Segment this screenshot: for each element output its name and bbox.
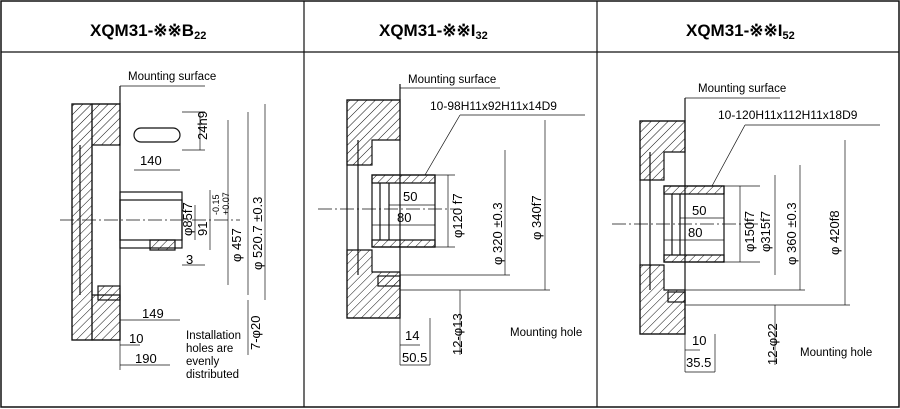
holes-dim: 12-φ13 <box>450 313 465 355</box>
svg-text:80: 80 <box>397 210 411 225</box>
svg-text:149: 149 <box>142 306 164 321</box>
svg-text:XQM31-※※I52: XQM31-※※I52 <box>686 21 795 42</box>
mounting-hole-label: Mounting hole <box>510 327 582 339</box>
holes-dim: 12-φ22 <box>765 323 780 365</box>
svg-text:XQM31-※※B22: XQM31-※※B22 <box>90 21 206 42</box>
svg-text:35.5: 35.5 <box>686 355 711 370</box>
key-length-dim: 140 <box>140 153 162 168</box>
svg-text:50: 50 <box>692 203 706 218</box>
spline-spec: 10-120H11x112H11x18D9 <box>718 108 858 122</box>
svg-text:-0.15: -0.15 <box>211 194 221 215</box>
dia-315-dim: φ315f7 <box>758 211 773 252</box>
spline-spec: 10-98H11x92H11x14D9 <box>430 99 557 113</box>
key-width-dim: 24h9 <box>195 111 210 140</box>
dia-457-dim: φ 457 <box>229 228 244 262</box>
dia-150-dim: φ150f7 <box>742 211 757 252</box>
svg-text:190: 190 <box>135 351 157 366</box>
panel-1-drawing <box>60 85 266 370</box>
dia-120-dim: φ120 f7 <box>450 193 465 238</box>
dia-320-dim: φ 320 ±0.3 <box>490 202 505 265</box>
panel-1-labels: Mounting surface 24h9 140 φ85f7 91 -0.15… <box>128 71 265 381</box>
dia-420-dim: φ 420f8 <box>827 210 842 255</box>
dia-340-dim: φ 340f7 <box>529 195 544 240</box>
panel-2-labels: Mounting surface 10-98H11x92H11x14D9 50 … <box>397 74 582 365</box>
svg-text:14: 14 <box>405 328 419 343</box>
panel-3-drawing <box>612 97 880 373</box>
svg-text:50.5: 50.5 <box>402 350 427 365</box>
svg-text:evenly: evenly <box>186 356 219 368</box>
dia-520-dim: φ 520.7 ±0.3 <box>250 197 265 270</box>
svg-text:Installation: Installation <box>186 330 241 342</box>
mounting-hole-label: Mounting hole <box>800 347 872 359</box>
holes-dim: 7-φ20 <box>248 316 263 350</box>
svg-text:50: 50 <box>403 189 417 204</box>
svg-text:distributed: distributed <box>186 369 239 381</box>
svg-text:+0.07: +0.07 <box>221 192 231 215</box>
svg-text:XQM31-※※I32: XQM31-※※I32 <box>379 21 488 42</box>
svg-text:10: 10 <box>692 333 706 348</box>
mounting-surface-label: Mounting surface <box>408 74 496 86</box>
shaft-height-dim: 91 <box>195 222 210 236</box>
svg-text:3: 3 <box>186 252 193 267</box>
shaft-dia-dim: φ85f7 <box>180 202 195 236</box>
svg-text:holes are: holes are <box>186 343 233 355</box>
panel-2-drawing <box>318 84 585 366</box>
mounting-surface-label: Mounting surface <box>698 83 786 95</box>
panel-3-labels: Mounting surface 10-120H11x112H11x18D9 5… <box>686 83 872 370</box>
header-2: XQM31-※※I32 <box>379 21 488 42</box>
header-1: XQM31-※※B22 <box>90 21 206 42</box>
mounting-surface-label: Mounting surface <box>128 71 216 83</box>
dia-360-dim: φ 360 ±0.3 <box>784 202 799 265</box>
svg-text:80: 80 <box>688 225 702 240</box>
header-3: XQM31-※※I52 <box>686 21 795 42</box>
svg-text:10: 10 <box>129 331 143 346</box>
